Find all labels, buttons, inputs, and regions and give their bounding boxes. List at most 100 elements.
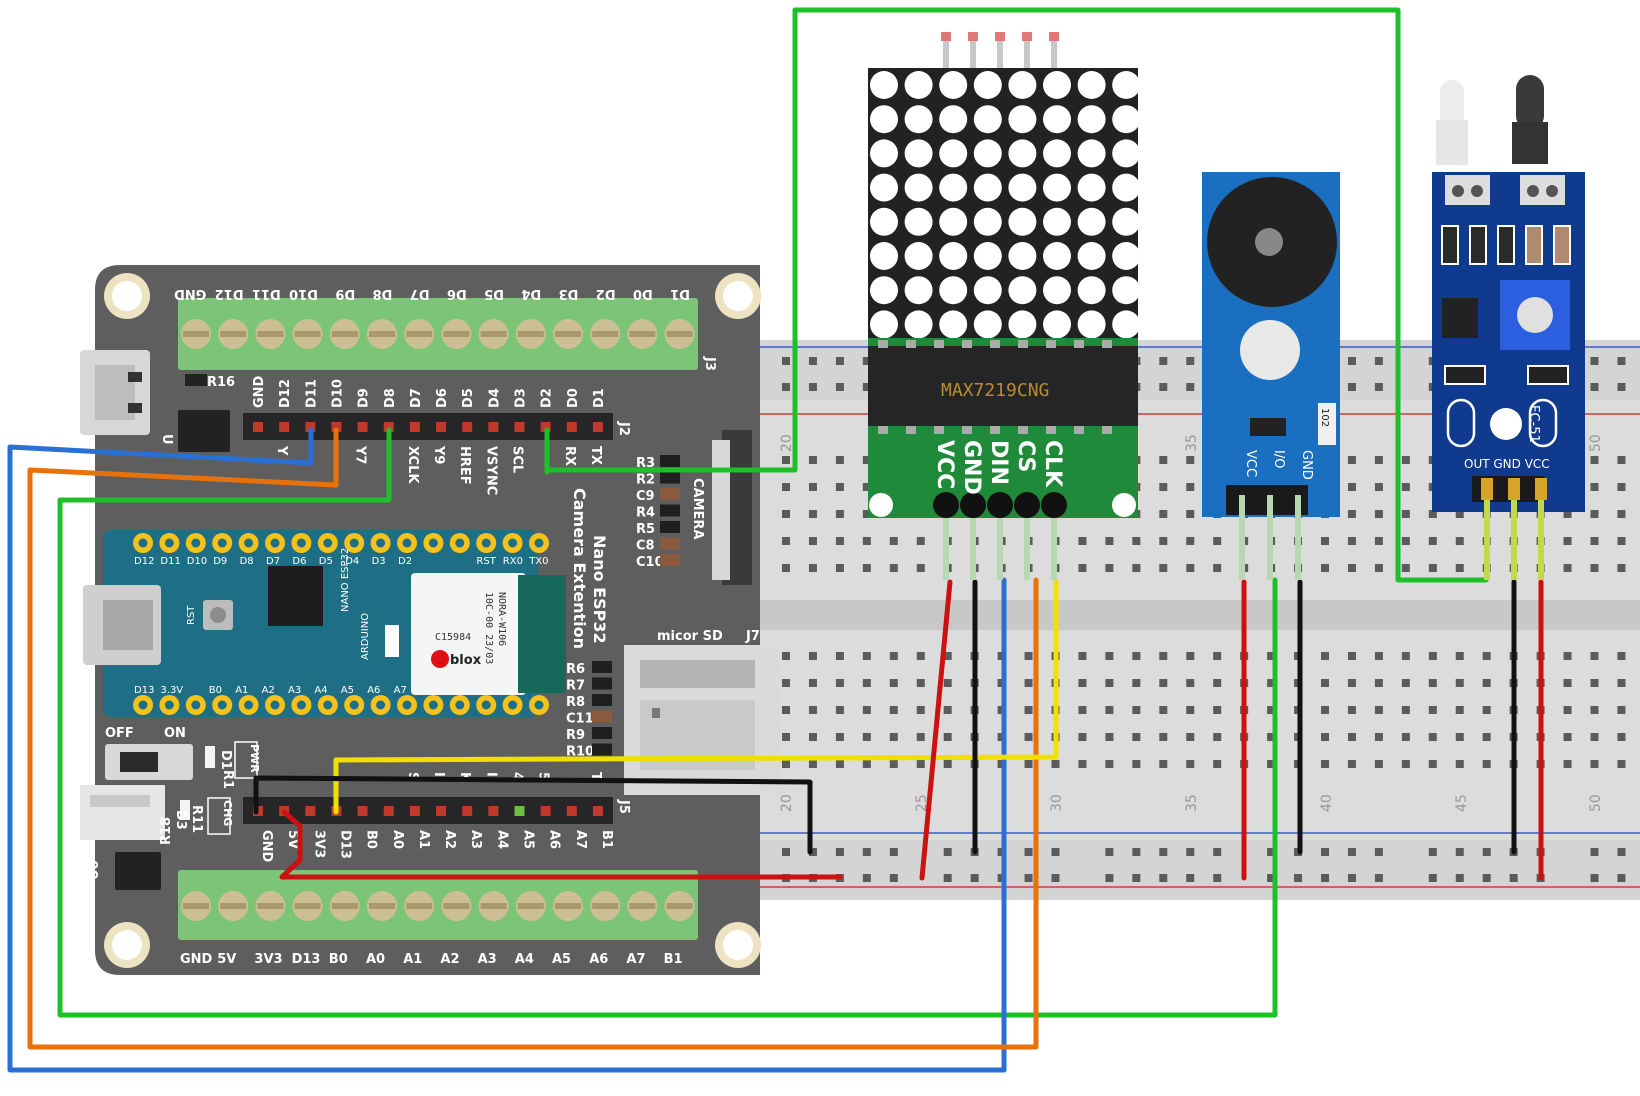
bb-hole: [1590, 537, 1599, 545]
bb-hole: [1213, 652, 1222, 660]
bb-hole: [1347, 679, 1356, 687]
top-sub-label: Y7: [353, 445, 368, 464]
bb-hole: [782, 537, 790, 545]
chip-leg: [1018, 426, 1028, 434]
bottom-pin-label: B0: [364, 830, 379, 849]
buzzer-resistor: 102: [1319, 408, 1330, 427]
matrix-pin-pad: [1041, 492, 1067, 518]
terminal-slot: [294, 331, 321, 337]
bb-hole: [1617, 357, 1626, 365]
bb-hole: [1401, 760, 1410, 768]
bb-hole: [1213, 537, 1222, 545]
label-r1: R1: [220, 770, 235, 789]
terminal-slot: [257, 903, 284, 909]
header-pin: [488, 806, 499, 816]
bb-hole: [889, 652, 898, 660]
matrix-led: [1077, 276, 1106, 305]
bb-hole: [862, 456, 871, 464]
bottom-header-label: A3: [478, 952, 497, 967]
top-header-label: D8: [373, 286, 393, 301]
matrix-lead: [997, 518, 1003, 580]
bb-num: 35: [1184, 434, 1200, 452]
nano-pin-hole: [402, 700, 412, 710]
nano-pin-hole: [455, 538, 465, 548]
bb-hole: [1159, 383, 1168, 391]
bb-hole: [1267, 848, 1276, 856]
bb-hole: [943, 679, 952, 687]
bb-num: 50: [1588, 794, 1604, 812]
nano-top-label: D11: [160, 556, 180, 567]
bb-hole: [943, 652, 952, 660]
bb-hole: [1132, 537, 1141, 545]
top-header-label: D2: [596, 286, 616, 301]
top-header-label: D6: [447, 286, 467, 301]
resistor-label: C9: [636, 489, 655, 504]
nano-pin-hole: [270, 700, 280, 710]
bb-hole: [1347, 456, 1356, 464]
top-header-label: D5: [484, 286, 504, 301]
wire-red-5v: [279, 809, 843, 880]
header-pin: [409, 422, 420, 432]
bottom-pin-label: A4: [494, 830, 509, 849]
bb-hole: [1347, 733, 1356, 741]
bb-hole: [835, 510, 844, 518]
nano-top-label: D9: [213, 556, 227, 567]
label-j7: J7: [745, 629, 760, 644]
resistor-part: [660, 504, 680, 517]
bb-hole: [1401, 706, 1410, 714]
matrix-led: [973, 139, 1002, 168]
bb-hole: [1428, 679, 1437, 687]
top-header-label: D9: [335, 286, 355, 301]
wire-yellow: [333, 579, 1059, 815]
chip-leg: [1074, 340, 1084, 348]
label-pwr: PWR: [248, 744, 261, 773]
bb-hole: [1428, 874, 1437, 882]
matrix-pin-pad: [933, 492, 959, 518]
chip-leg: [1046, 426, 1056, 434]
bb-hole: [835, 537, 844, 545]
bb-hole: [1347, 874, 1356, 882]
bottom-header-label: A2: [440, 952, 459, 967]
board-title-line2: Camera Extention: [570, 488, 589, 649]
bb-hole: [835, 706, 844, 714]
bottom-sub-label: 5: [536, 772, 551, 781]
bb-hole: [862, 510, 871, 518]
bb-hole: [1482, 706, 1491, 714]
terminal-slot: [331, 903, 358, 909]
bb-hole: [782, 733, 790, 741]
bb-hole: [1159, 564, 1168, 572]
matrix-led: [1043, 276, 1071, 305]
bb-hole: [1186, 456, 1195, 464]
matrix-led: [1008, 310, 1037, 339]
bb-hole: [1374, 760, 1383, 768]
bb-hole: [1617, 733, 1626, 741]
matrix-led: [973, 105, 1002, 134]
nano-pin-hole: [349, 700, 359, 710]
terminal-slot: [629, 331, 656, 337]
terminal-slot: [220, 331, 247, 337]
chip-leg: [1046, 340, 1056, 348]
matrix-led: [1077, 105, 1106, 134]
bb-hole: [1563, 510, 1572, 518]
matrix-led: [939, 242, 968, 270]
wire-green-buzzer: [57, 427, 1278, 1018]
bb-hole: [835, 357, 844, 365]
chip-leg: [934, 426, 944, 434]
bottom-header-label: A7: [626, 952, 645, 967]
bb-hole: [1159, 357, 1168, 365]
bb-hole: [1563, 564, 1572, 572]
bb-hole: [1617, 679, 1626, 687]
bb-hole: [808, 537, 817, 545]
bb-hole: [1455, 733, 1464, 741]
bb-hole: [1455, 874, 1464, 882]
bb-hole: [1401, 679, 1410, 687]
bb-hole: [1078, 706, 1087, 714]
top-pin-label: D6: [435, 388, 450, 408]
nano-pin-hole: [534, 700, 544, 710]
bottom-sub-label: I: [431, 772, 446, 777]
bb-hole: [1374, 652, 1383, 660]
terminal-slot: [555, 331, 581, 337]
bb-hole: [782, 652, 790, 660]
nano-top-label: D2: [398, 556, 412, 567]
